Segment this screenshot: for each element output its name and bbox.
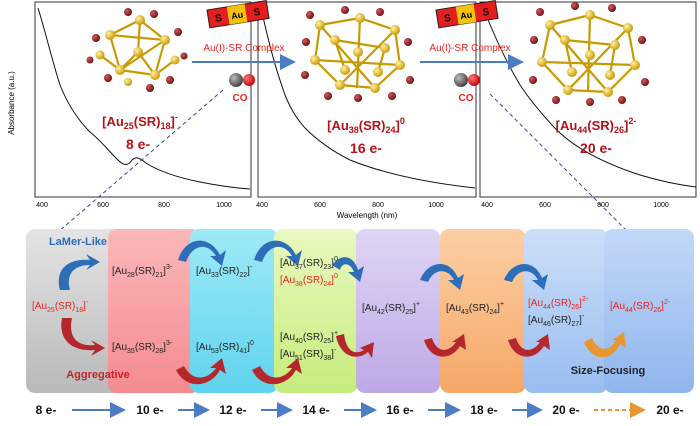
tick-label: 1000	[653, 202, 669, 209]
electron-timeline: 8 e- 10 e- 12 e- 14 e- 16 e- 18 e- 20 e-…	[36, 402, 684, 418]
formula-au35: [Au35(SR)28]3-	[112, 340, 173, 355]
spectrum-curve-3	[483, 9, 697, 188]
formula-au46: [Au46(SR)27]-	[528, 313, 585, 328]
panel-2-ticks: 400 600 800 1000	[256, 202, 444, 209]
stage-panel-10e	[108, 229, 200, 393]
svg-text:S: S	[482, 7, 491, 19]
formula-au33: [Au33(SR)22]-	[196, 264, 253, 279]
tick-label: 400	[481, 202, 493, 209]
svg-text:[Au38(SR)24]0: [Au38(SR)24]0	[327, 116, 405, 135]
tick-label: 1000	[216, 202, 232, 209]
x-axis-label: Wavelength (nm)	[337, 211, 398, 220]
cluster-structure-au44	[529, 2, 649, 106]
electron-count: 16 e-	[386, 403, 413, 417]
formula-au44-final: [Au44(SR)26]2-	[610, 299, 671, 314]
electron-count: 14 e-	[302, 403, 329, 417]
stage-panel-12e	[190, 229, 278, 393]
electron-count: 10 e-	[136, 403, 163, 417]
svg-text:[Au44(SR)26]2-: [Au44(SR)26]2-	[556, 116, 637, 135]
lamer-label: LaMer-Like	[49, 236, 107, 248]
complex-label: Au(I)-SR Complex	[203, 43, 284, 54]
tick-label: 400	[256, 202, 268, 209]
panel-3-ticks: 400 600 800 1000	[481, 202, 669, 209]
formula-au28: [Au28(SR)21]3-	[112, 264, 173, 279]
complex-label: Au(I)-SR Complex	[429, 43, 510, 54]
blue-arc-arrow	[178, 240, 226, 266]
tick-label: 600	[97, 202, 109, 209]
aggregative-arrow	[61, 318, 105, 356]
ligand-icon: S Au S	[435, 0, 499, 29]
tick-label: 1000	[428, 202, 444, 209]
formula-au44-intermediate: [Au44(SR)26]2-	[528, 296, 589, 311]
svg-text:[Au25(SR)18]-: [Au25(SR)18]-	[102, 112, 178, 131]
svg-text:S: S	[443, 13, 452, 25]
electron-count: 8 e-	[36, 403, 57, 417]
stage-panel-16e	[356, 229, 440, 393]
electron-count: 16 e-	[350, 140, 382, 156]
size-focusing-arrow	[584, 332, 626, 358]
spectrum-frame-2	[257, 1, 477, 198]
spectra-panels: 400 600 800 1000 Absorbance (a.u.) 400 6…	[7, 1, 697, 220]
red-arc-arrow	[424, 334, 466, 357]
cluster-structure-au25	[86, 8, 188, 92]
blue-arc-arrow	[504, 263, 548, 290]
cluster-label-au44: [Au44(SR)26]2- 20 e-	[556, 116, 637, 156]
electron-count: 20 e-	[580, 140, 612, 156]
stage-panel-20e	[524, 229, 608, 393]
stage-panel-18e	[440, 229, 526, 393]
spectrum-frame-1	[34, 1, 252, 198]
blue-arc-arrow	[254, 240, 302, 266]
co-molecule-icon	[229, 73, 255, 87]
svg-text:Au: Au	[459, 9, 472, 21]
blue-arc-arrow	[332, 257, 364, 282]
electron-count: 20 e-	[552, 403, 579, 417]
electron-count: 12 e-	[219, 403, 246, 417]
spectrum-frame-3	[479, 1, 697, 198]
cluster-label-au38: [Au38(SR)24]0 16 e-	[327, 116, 405, 156]
size-focusing-label: Size-Focusing	[571, 365, 646, 377]
stage-panel-8e	[26, 229, 128, 393]
svg-text:Au: Au	[230, 9, 243, 21]
svg-text:S: S	[253, 7, 262, 19]
pathway-formulas: [Au25(SR)18]- [Au28(SR)21]3- [Au35(SR)28…	[32, 256, 671, 362]
tick-label: 600	[314, 202, 326, 209]
pathway-stage-panels	[26, 229, 694, 393]
co-label: CO	[233, 93, 248, 104]
transform-1: S Au S Au(I)-SR Complex CO	[192, 0, 296, 104]
blue-arc-arrow	[420, 263, 464, 290]
tick-label: 800	[597, 202, 609, 209]
tick-label: 800	[158, 202, 170, 209]
spectrum-curve-1	[37, 7, 251, 190]
red-arc-arrow	[336, 334, 374, 358]
flow-arrows	[58, 240, 626, 385]
stage-panel-14e	[274, 229, 358, 393]
ligand-icon: S Au S	[206, 0, 270, 29]
co-label: CO	[459, 93, 474, 104]
panel-1-ticks: 400 600 800 1000	[36, 202, 232, 209]
cluster-structure-au38	[301, 6, 414, 102]
dashed-connector	[489, 93, 629, 233]
electron-count: 18 e-	[470, 403, 497, 417]
spectrum-curve-2	[261, 11, 476, 189]
stage-panel-20e-final	[604, 229, 694, 393]
tick-label: 800	[372, 202, 384, 209]
tick-label: 600	[539, 202, 551, 209]
tick-label: 400	[36, 202, 48, 209]
transform-2: S Au S Au(I)-SR Complex CO	[420, 0, 524, 104]
svg-text:S: S	[214, 13, 223, 25]
red-arc-arrow	[176, 358, 226, 385]
co-molecule-icon	[454, 73, 480, 87]
y-axis-label: Absorbance (a.u.)	[7, 71, 16, 135]
electron-count: 20 e-	[656, 403, 683, 417]
formula-au25: [Au25(SR)18]-	[32, 299, 89, 314]
cluster-label-au25: [Au25(SR)18]- 8 e-	[102, 112, 178, 152]
dashed-connector	[57, 89, 224, 233]
lamer-arrow	[58, 254, 100, 290]
aggregative-label: Aggregative	[66, 369, 130, 381]
electron-count: 8 e-	[126, 136, 150, 152]
red-arc-arrow	[508, 334, 550, 357]
formula-au51: [Au51(SR)38]-	[280, 347, 337, 362]
red-arc-arrow	[252, 358, 302, 385]
